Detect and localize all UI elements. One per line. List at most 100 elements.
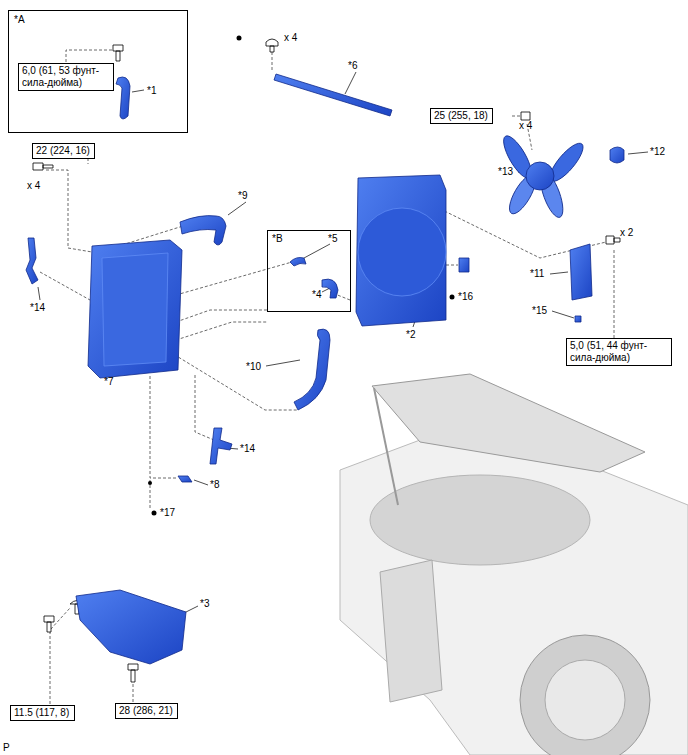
leader-line [38, 287, 40, 300]
torque-value: 25 (255, 18) [434, 110, 489, 122]
upper-hose [180, 216, 226, 245]
drain-cock [178, 476, 192, 482]
dashed-leader [176, 262, 292, 295]
bracket-part [210, 428, 232, 464]
torque-box: 11.5 (117, 8) [10, 705, 75, 721]
torque-value: 5,0 (51, 44 фунт-сила-дюйма) [570, 340, 668, 364]
leader-line [628, 152, 648, 154]
dashed-leader [446, 265, 458, 266]
bullet-mark [152, 511, 157, 516]
callout-number: *10 [246, 361, 261, 373]
inset-box: *B *5 *4 [267, 230, 351, 312]
coupling-part [610, 147, 624, 163]
callout-number: *1 [147, 85, 156, 97]
engine-bay [370, 475, 590, 565]
torque-value: 11.5 (117, 8) [14, 707, 71, 719]
torque-box: 28 (286, 21) [115, 703, 178, 719]
dashed-leader [46, 170, 92, 252]
quantity-mark: x 2 [620, 227, 633, 239]
lower-hose [294, 329, 330, 410]
leader-line [194, 480, 208, 485]
oring-symbol [148, 481, 152, 485]
clip-part [575, 316, 581, 322]
callout-number: *16 [458, 291, 473, 303]
callout-number: *13 [498, 166, 513, 178]
bolt-symbol [128, 664, 138, 682]
torque-value: 6,0 (61, 53 фунт-сила-дюйма) [22, 65, 110, 89]
quantity-mark: x 4 [519, 120, 532, 132]
blue-parts [26, 74, 624, 664]
shroud-opening [358, 208, 446, 296]
callout-number: *9 [238, 190, 247, 202]
car-wheel [520, 635, 650, 755]
bolt-symbol [606, 236, 620, 244]
dashed-leader [150, 376, 178, 478]
inset-letter: *A [14, 14, 25, 26]
clip-symbol [266, 39, 278, 52]
vehicle-illustration [340, 374, 688, 755]
fan-shroud [356, 175, 446, 326]
fan-part [499, 132, 588, 220]
callout-number: *8 [210, 479, 219, 491]
callout-leaders [38, 72, 648, 616]
torque-box: 6,0 (61, 53 фунт-сила-дюйма) [18, 63, 114, 91]
clip-part [459, 258, 469, 272]
small-hose [290, 258, 306, 267]
callout-number: *15 [532, 305, 547, 317]
callout-number: *2 [406, 329, 415, 341]
dashed-leader [66, 50, 112, 62]
small-hose [322, 279, 338, 298]
dashed-leader [176, 310, 268, 322]
nut-symbol [521, 112, 530, 120]
inset-letter: *B [272, 233, 283, 245]
leader-line [266, 360, 300, 366]
torque-box: 22 (224, 16) [32, 143, 95, 159]
torque-box: 5,0 (51, 44 фунт-сила-дюйма) [566, 338, 672, 366]
bullet-mark [237, 36, 242, 41]
wheel-rim [545, 660, 625, 740]
quantity-mark: x 4 [27, 180, 40, 192]
torque-value: 22 (224, 16) [36, 145, 91, 157]
callout-number: *14 [240, 443, 255, 455]
hood-prop [374, 388, 398, 505]
fan-hub [526, 162, 554, 190]
hose-part [116, 77, 130, 119]
dashed-leader [170, 352, 298, 410]
callout-number: *3 [200, 598, 209, 610]
seal-bar [274, 74, 392, 116]
quantity-mark: x 4 [284, 32, 297, 44]
dashed-leader [176, 322, 268, 340]
bolt-symbol [44, 616, 54, 632]
torque-box: 25 (255, 18) [430, 108, 493, 124]
leader-line [550, 272, 568, 274]
inset-box: *A *1 6,0 (61, 53 фунт-сила-дюйма) [8, 10, 188, 133]
leader-line [132, 90, 144, 92]
car-hood [372, 374, 645, 472]
dashed-leader [614, 248, 615, 338]
leader-line [345, 72, 356, 94]
callout-number: *4 [312, 289, 321, 301]
callout-number: *12 [650, 146, 665, 158]
dashed-leader [512, 116, 522, 117]
bolt-symbol [113, 45, 123, 61]
callout-number: *5 [328, 233, 337, 245]
bracket-part [26, 238, 38, 284]
page-mark: P [3, 742, 10, 754]
leader-line [228, 202, 246, 215]
under-cover [76, 590, 186, 664]
radiator-part [88, 240, 182, 378]
bullet-mark [450, 295, 455, 300]
radiator-core [102, 253, 168, 366]
dashed-leaders [40, 50, 614, 704]
callout-number: *11 [530, 268, 544, 280]
shroud-piece [570, 244, 592, 300]
torque-value: 28 (286, 21) [119, 705, 174, 717]
bolt-symbol [33, 163, 53, 170]
leader-line [304, 244, 330, 258]
callout-number: *17 [160, 507, 175, 519]
fasteners [33, 39, 620, 682]
car-radiator [380, 560, 442, 702]
leader-line [552, 311, 574, 318]
